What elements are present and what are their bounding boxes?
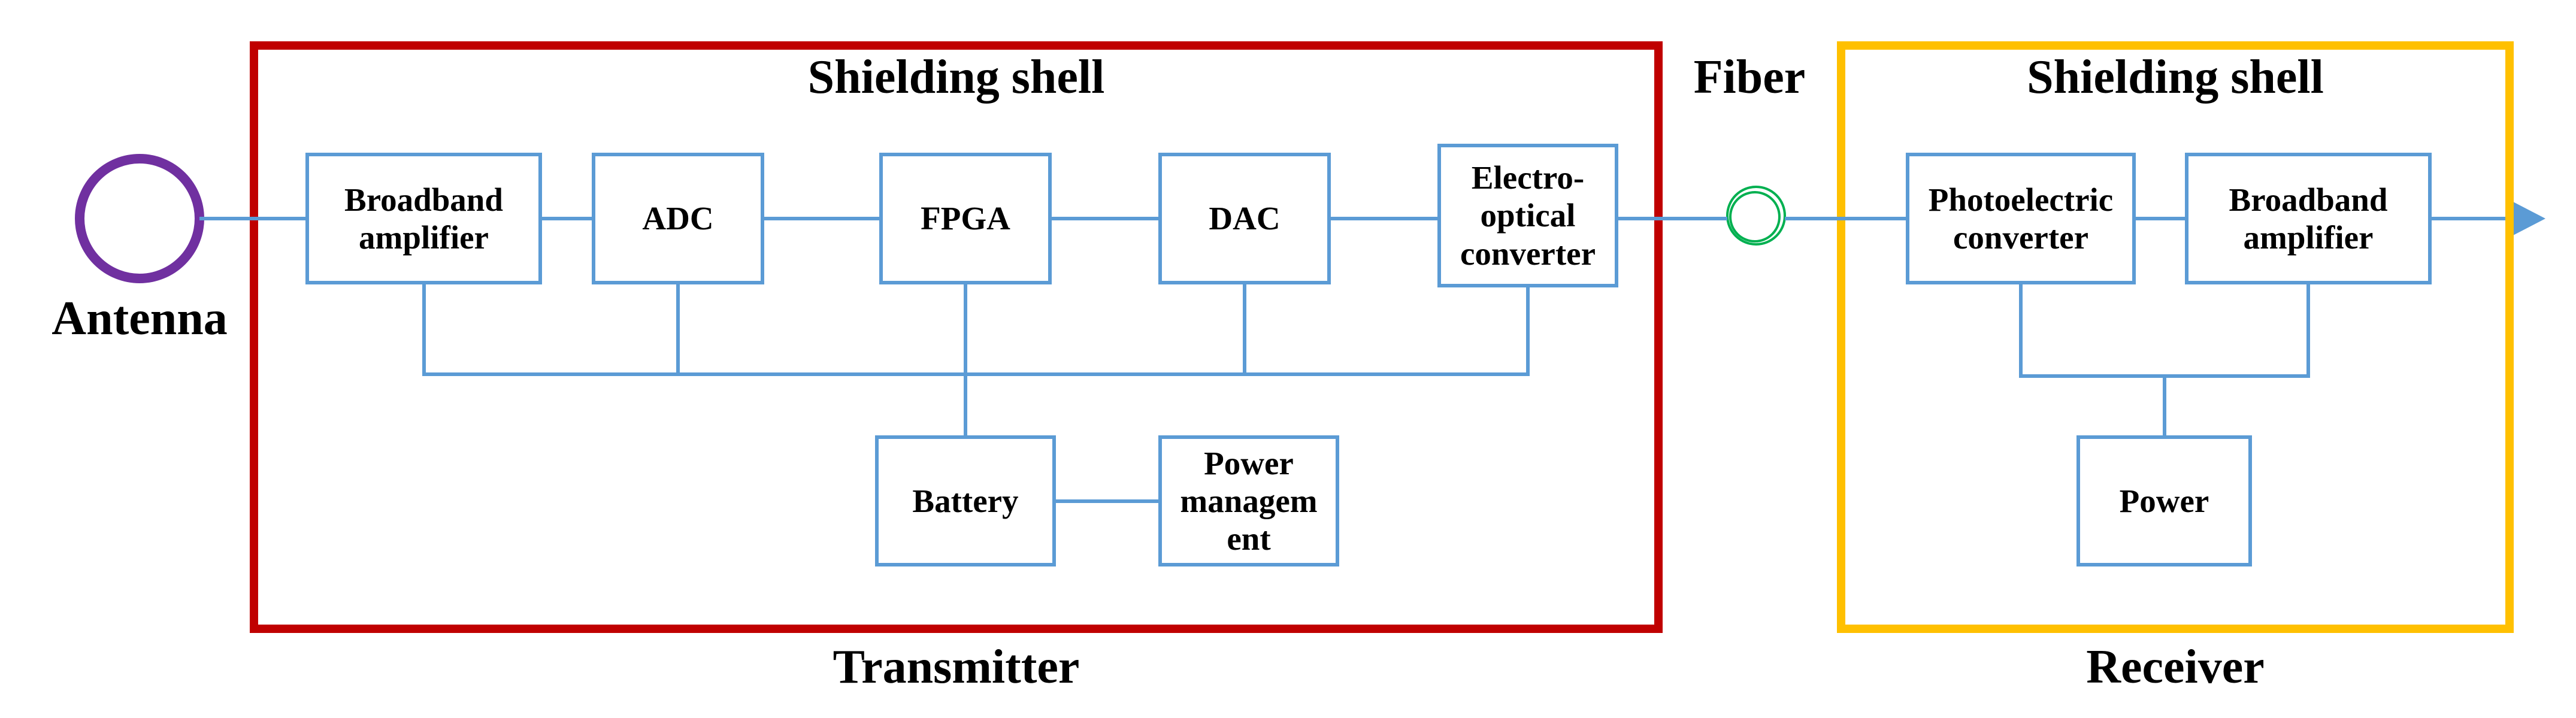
connector-antenna-amplifier [199,217,305,220]
block-power-rx-label: Power [2119,482,2209,519]
connector-photoelectric-amplifier [2136,217,2185,220]
bus-drop-fpga [964,284,967,376]
block-broadband-amplifier-tx-label: Broadband amplifier [344,181,503,256]
connector-adc-fpga [764,217,879,220]
block-power-management-label: Power management [1180,444,1318,558]
block-photoelectric-converter: Photoelectric converter [1906,153,2136,284]
bus-drop-eo-converter [1526,287,1530,376]
block-adc: ADC [592,153,764,284]
block-broadband-amplifier-rx: Broadband amplifier [2185,153,2432,284]
antenna-label: Antenna [52,292,228,345]
transmitter-label: Transmitter [833,641,1080,693]
block-fpga: FPGA [879,153,1052,284]
block-electro-optical-converter-label: Electro-optical converter [1460,159,1596,272]
block-battery-label: Battery [912,482,1019,519]
receiver-shell-title: Shielding shell [2027,51,2324,104]
connector-battery-power-management [1056,499,1158,503]
block-dac: DAC [1158,153,1331,284]
bus-drop-photoelectric [2019,284,2023,378]
block-photoelectric-converter-label: Photoelectric converter [1928,181,2114,256]
block-broadband-amplifier-tx: Broadband amplifier [305,153,542,284]
block-battery: Battery [875,435,1056,566]
bus-drop-amplifier-tx [422,284,426,376]
fiber-coil-icon [1726,186,1786,246]
antenna-icon [75,154,204,283]
connector-amplifier-adc [542,217,592,220]
transmitter-power-bus [422,372,1530,376]
block-electro-optical-converter: Electro-optical converter [1437,144,1618,287]
connector-dac-eo-converter [1331,217,1437,220]
block-adc-label: ADC [642,200,714,237]
block-power-rx: Power [2076,435,2252,566]
bus-drop-adc [676,284,680,376]
block-power-management: Power management [1158,435,1339,566]
bus-drop-amplifier-rx [2306,284,2310,378]
fiber-coil-icon-inner [1729,191,1781,243]
transmitter-shielding-shell [250,41,1663,633]
fiber-label: Fiber [1693,51,1806,104]
block-broadband-amplifier-rx-label: Broadband amplifier [2229,181,2388,256]
bus-drop-battery [964,372,967,435]
bus-drop-power-rx [2163,374,2166,435]
receiver-shielding-shell [1837,41,2514,633]
receiver-label: Receiver [2086,641,2265,693]
connector-eo-converter-fiber [1618,217,1727,220]
bus-drop-dac [1243,284,1246,376]
block-dac-label: DAC [1209,200,1281,237]
transmitter-shell-title: Shielding shell [807,51,1105,104]
connector-fpga-dac [1052,217,1158,220]
block-fpga-label: FPGA [921,200,1010,237]
output-arrow-head [2513,202,2545,235]
connector-fiber-photoelectric [1785,217,1906,220]
